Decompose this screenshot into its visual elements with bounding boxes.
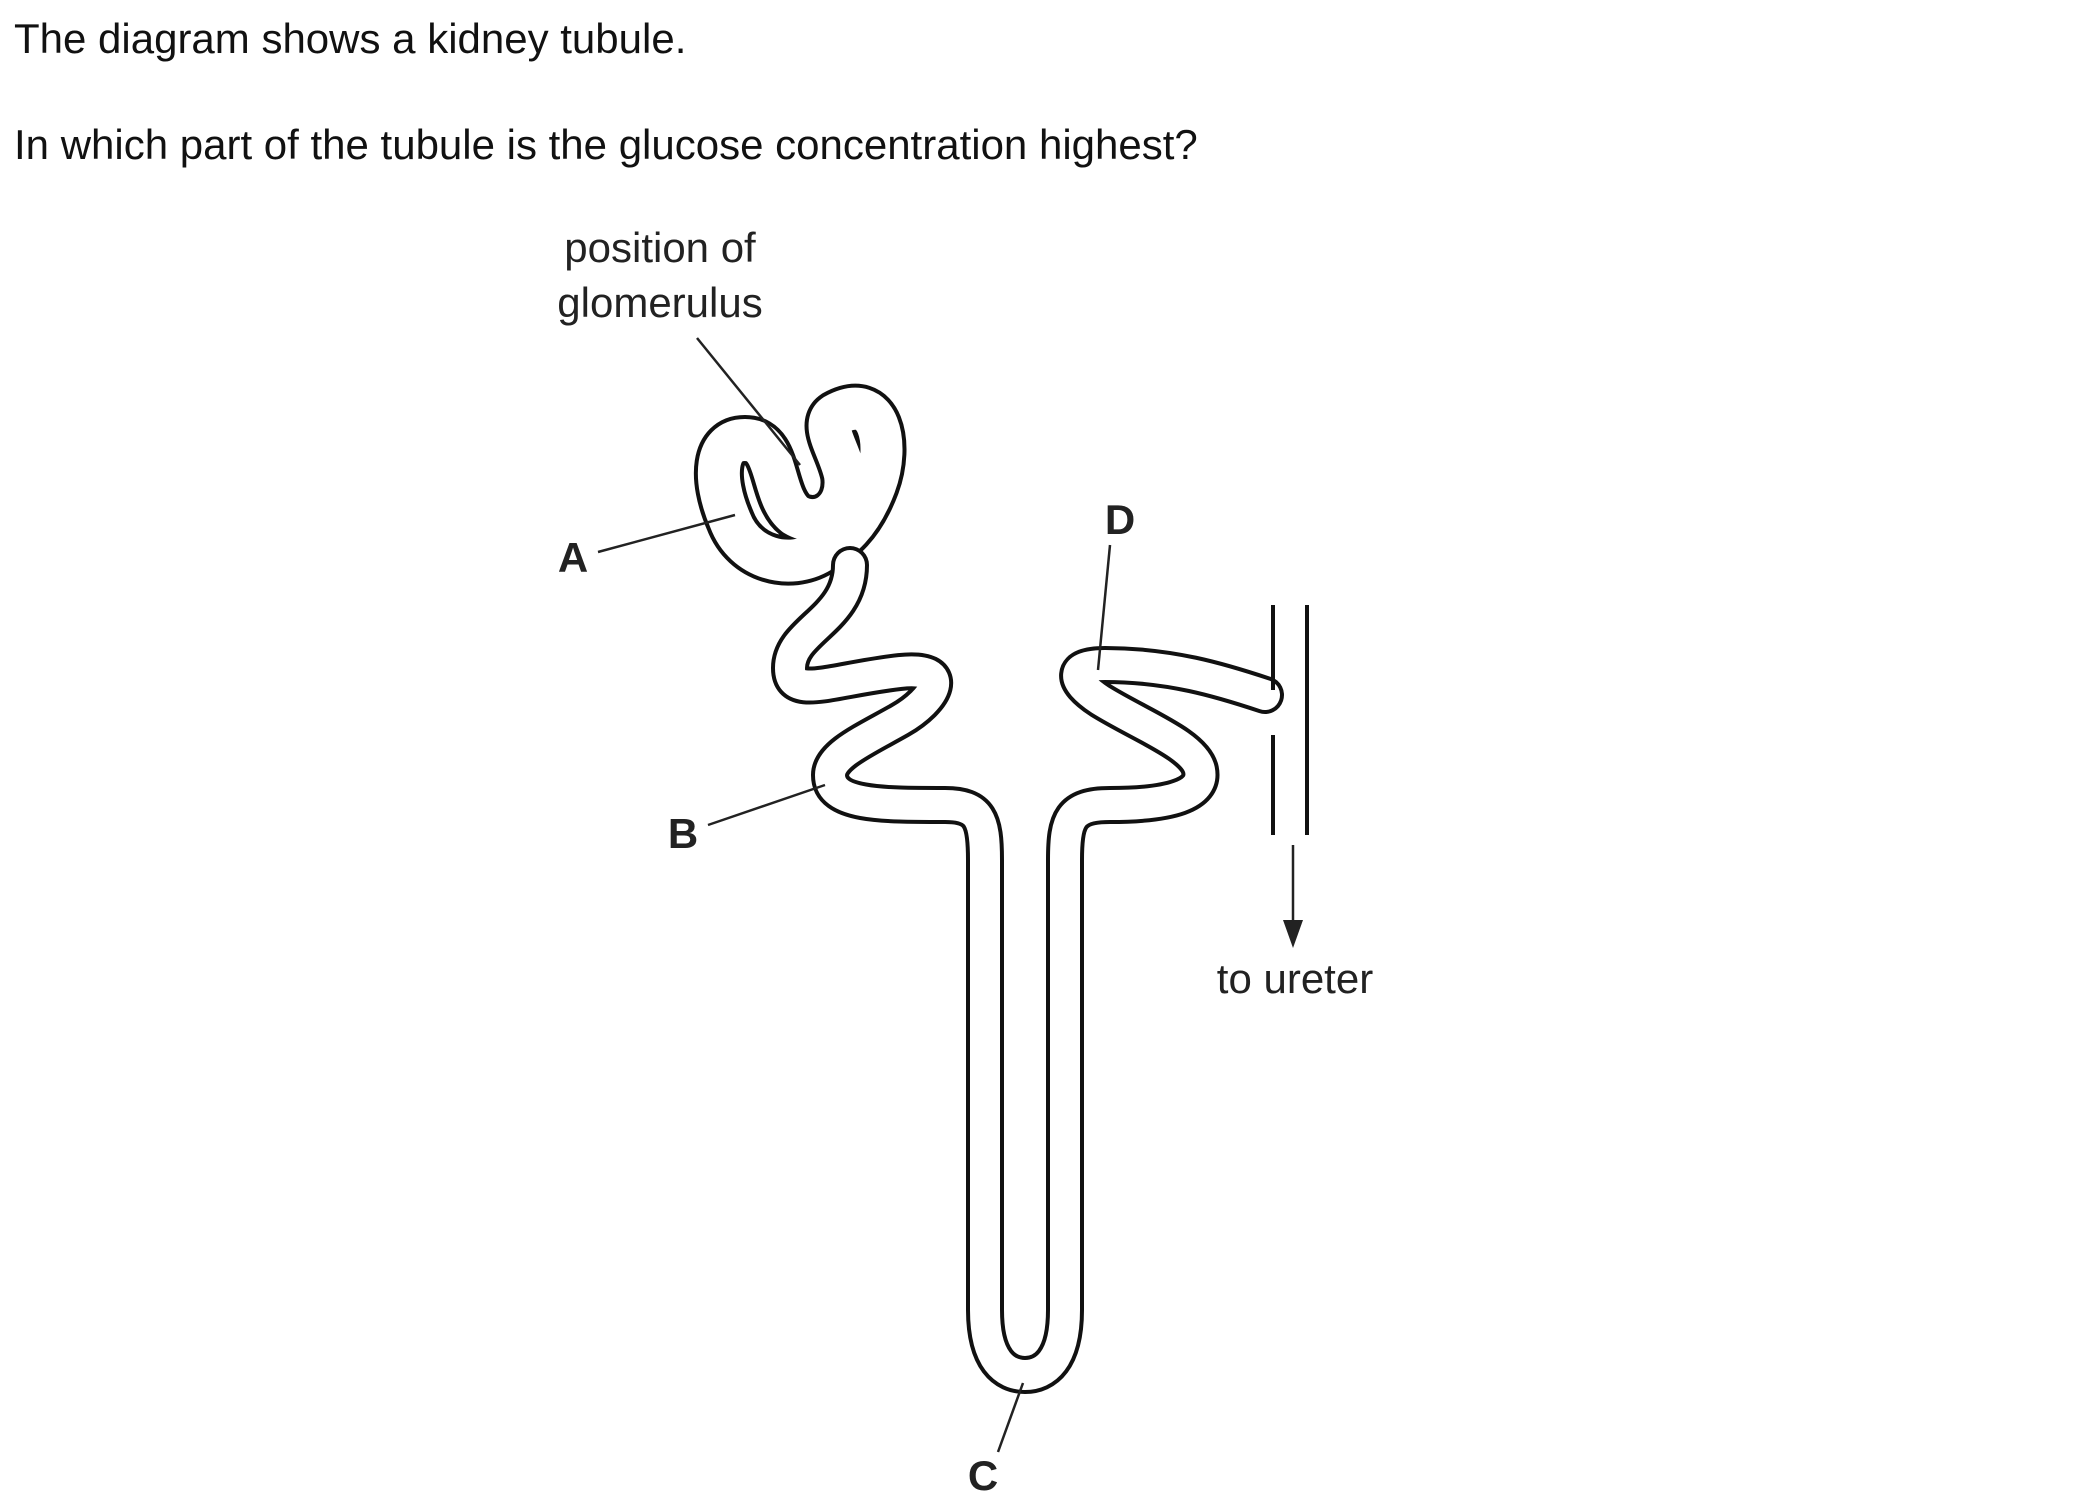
label-a-leader xyxy=(597,513,736,554)
question-prompt: In which part of the tubule is the gluco… xyxy=(14,121,1198,168)
tubule xyxy=(771,546,1284,1394)
collecting-duct xyxy=(1271,605,1309,835)
label-c-leader xyxy=(996,1382,1025,1453)
bowmans-capsule xyxy=(693,383,907,586)
label-c: C xyxy=(968,1452,998,1499)
label-d-leader xyxy=(1096,544,1112,671)
label-d: D xyxy=(1105,496,1135,543)
ureter-label: to ureter xyxy=(1217,955,1373,1002)
glomerulus-leader xyxy=(696,337,801,466)
glomerulus-label-line1: position of xyxy=(564,224,756,271)
glomerulus-label-line2: glomerulus xyxy=(557,279,762,326)
ureter-arrow xyxy=(1283,845,1303,948)
label-a: A xyxy=(558,534,588,581)
label-b-leader xyxy=(707,783,826,827)
question-intro: The diagram shows a kidney tubule. xyxy=(14,15,687,62)
label-b: B xyxy=(668,810,698,857)
